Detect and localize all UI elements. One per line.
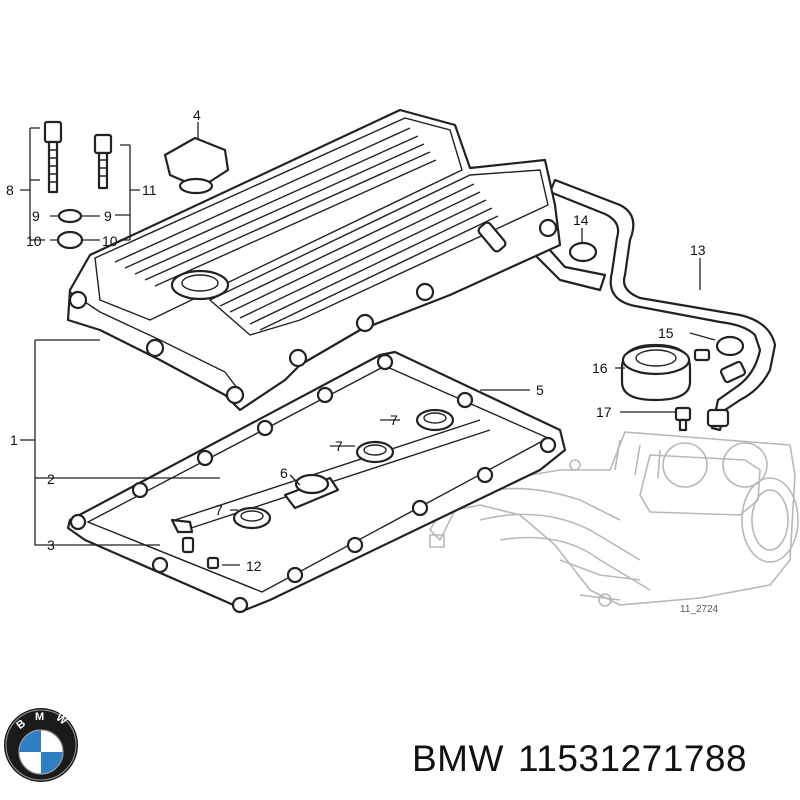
spark-plug-seals <box>170 408 491 534</box>
callout-1: 1 <box>10 432 18 448</box>
callout-9-right: 9 <box>104 208 112 224</box>
callout-13: 13 <box>690 242 706 258</box>
callout-17: 17 <box>596 404 612 420</box>
pressure-control-valve <box>620 343 692 402</box>
callout-10-right: 10 <box>102 233 118 249</box>
callout-11: 11 <box>142 182 157 198</box>
diagram-reference-code: 11_2724 <box>680 604 719 615</box>
svg-text:M: M <box>35 711 44 723</box>
callout-9-left: 9 <box>32 208 40 224</box>
callout-7-bottom: 7 <box>215 502 223 518</box>
callout-4: 4 <box>193 107 201 123</box>
callout-12: 12 <box>246 558 262 574</box>
bolts-and-washers <box>43 120 745 570</box>
part-number: 11531271788 <box>517 738 748 779</box>
bmw-logo: B M W <box>4 708 78 782</box>
brand-name: BMW <box>412 738 504 779</box>
breather-hose <box>533 178 777 432</box>
part-caption: BMW 11531271788 <box>412 738 761 780</box>
callout-15: 15 <box>658 325 674 341</box>
callout-7-top: 7 <box>390 412 398 428</box>
callout-14: 14 <box>573 212 589 228</box>
callout-3: 3 <box>47 537 55 553</box>
callout-2: 2 <box>47 471 55 487</box>
callout-8: 8 <box>6 182 14 198</box>
callout-5: 5 <box>536 382 544 398</box>
callout-labels: 4 8 11 9 9 10 10 14 13 15 16 5 17 7 7 1 … <box>6 107 719 615</box>
callout-6: 6 <box>280 465 288 481</box>
leader-lines <box>20 122 716 566</box>
valve-cover <box>66 108 562 412</box>
callout-10-left: 10 <box>26 233 42 249</box>
callout-7-middle: 7 <box>335 438 343 454</box>
callout-16: 16 <box>592 360 608 376</box>
